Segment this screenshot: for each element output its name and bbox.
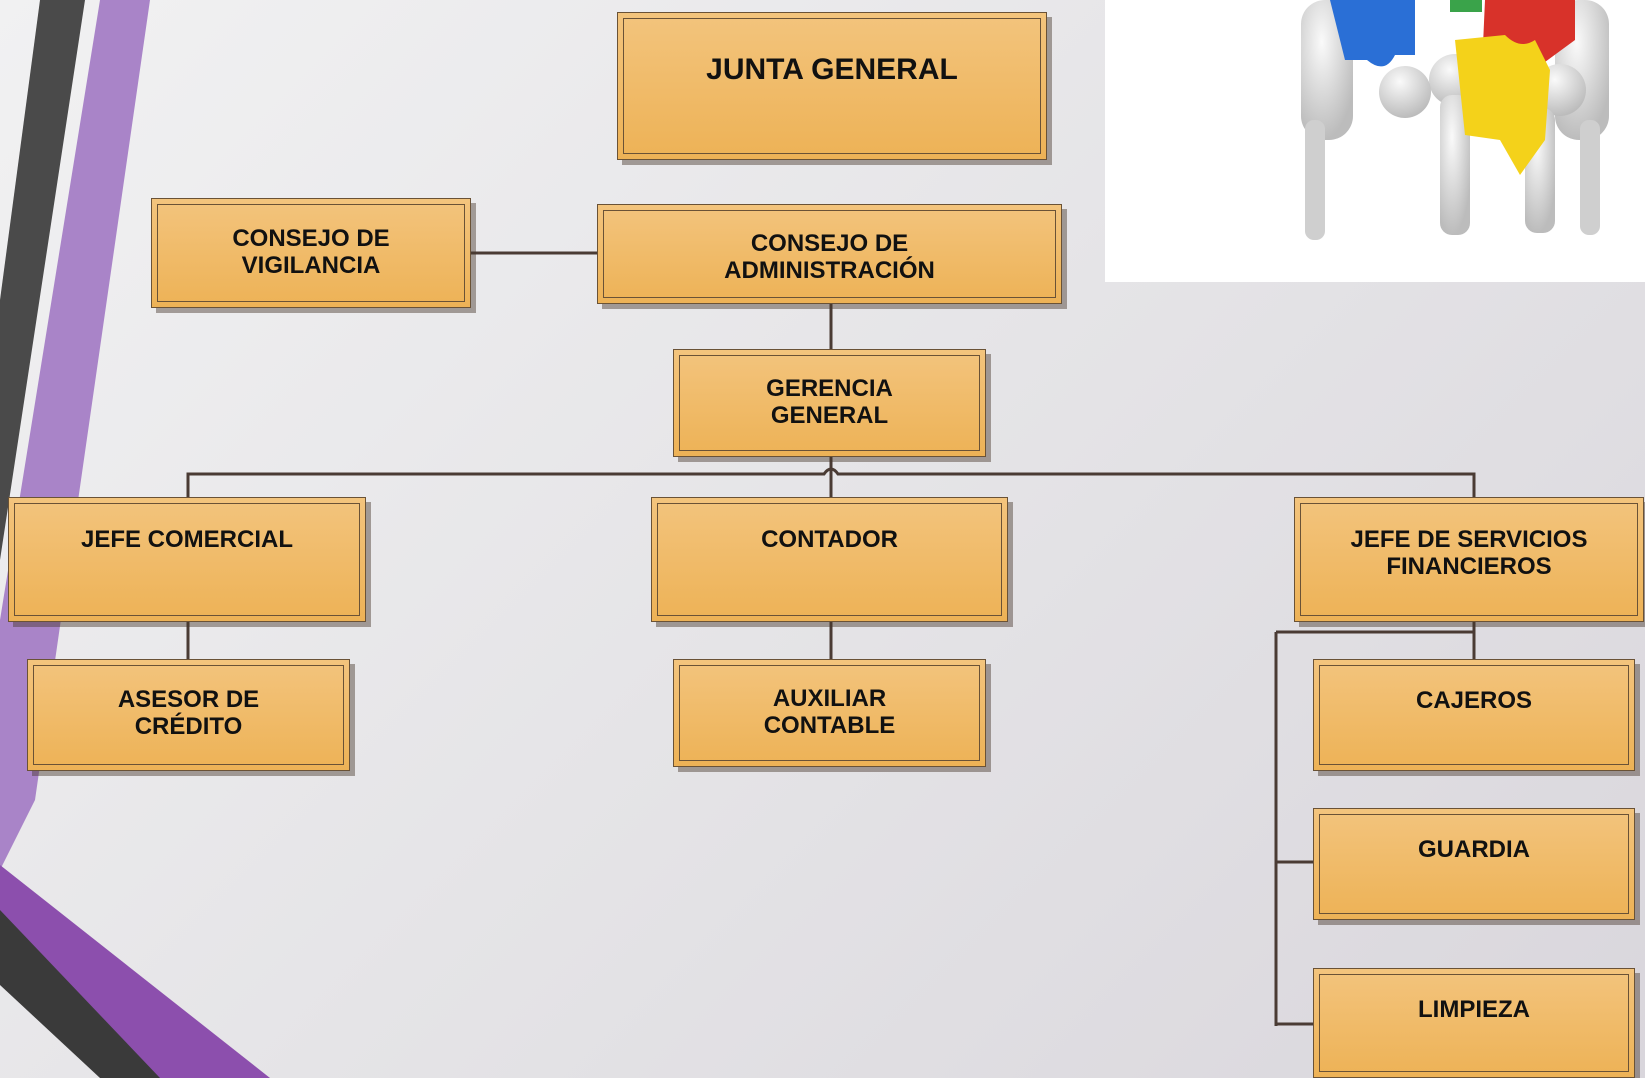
gerencia-general-box: GERENCIA GENERAL xyxy=(673,349,986,457)
contador-label: CONTADOR xyxy=(761,526,898,553)
yellow-puzzle-piece xyxy=(1455,35,1550,175)
asesor-credito-label: ASESOR DE CRÉDITO xyxy=(117,686,260,740)
limpieza-box: LIMPIEZA xyxy=(1313,968,1635,1078)
puzzle-figures-illustration xyxy=(1301,0,1609,240)
junta-general-label: JUNTA GENERAL xyxy=(706,53,958,86)
cajeros-label: CAJEROS xyxy=(1415,687,1533,714)
jefe-comercial-label: JEFE COMERCIAL xyxy=(80,526,293,553)
top-left-dark-stripe xyxy=(0,0,85,560)
cajeros-box: CAJEROS xyxy=(1313,659,1635,771)
bottom-left-dark-stripe xyxy=(0,910,160,1078)
consejo-vigilancia-label: CONSEJO DE VIGILANCIA xyxy=(232,225,390,279)
connector-horizontal-bus xyxy=(186,467,1476,497)
guardia-box: GUARDIA xyxy=(1313,808,1635,920)
contador-box: CONTADOR xyxy=(651,497,1008,622)
consejo-administracion-box: CONSEJO DE ADMINISTRACIÓN xyxy=(597,204,1062,304)
junta-general-box: JUNTA GENERAL xyxy=(617,12,1047,160)
jefe-comercial-box: JEFE COMERCIAL xyxy=(8,497,366,622)
auxiliar-contable-label: AUXILIAR CONTABLE xyxy=(763,685,896,739)
consejo-administracion-label: CONSEJO DE ADMINISTRACIÓN xyxy=(724,230,935,284)
consejo-vigilancia-box: CONSEJO DE VIGILANCIA xyxy=(151,198,471,308)
jefe-servicios-financieros-label: JEFE DE SERVICIOS FINANCIEROS xyxy=(1350,526,1588,580)
bottom-left-purple-stripe xyxy=(0,865,270,1078)
green-puzzle-piece xyxy=(1450,0,1482,12)
guardia-label: GUARDIA xyxy=(1418,836,1530,863)
limpieza-label: LIMPIEZA xyxy=(1418,996,1530,1023)
auxiliar-contable-box: AUXILIAR CONTABLE xyxy=(673,659,986,767)
blue-puzzle-piece xyxy=(1330,0,1415,67)
jefe-servicios-financieros-box: JEFE DE SERVICIOS FINANCIEROS xyxy=(1294,497,1644,622)
asesor-credito-box: ASESOR DE CRÉDITO xyxy=(27,659,350,771)
teamwork-puzzle-image xyxy=(1105,0,1645,282)
top-left-purple-stripe xyxy=(0,0,150,870)
gerencia-general-label: GERENCIA GENERAL xyxy=(766,375,893,429)
